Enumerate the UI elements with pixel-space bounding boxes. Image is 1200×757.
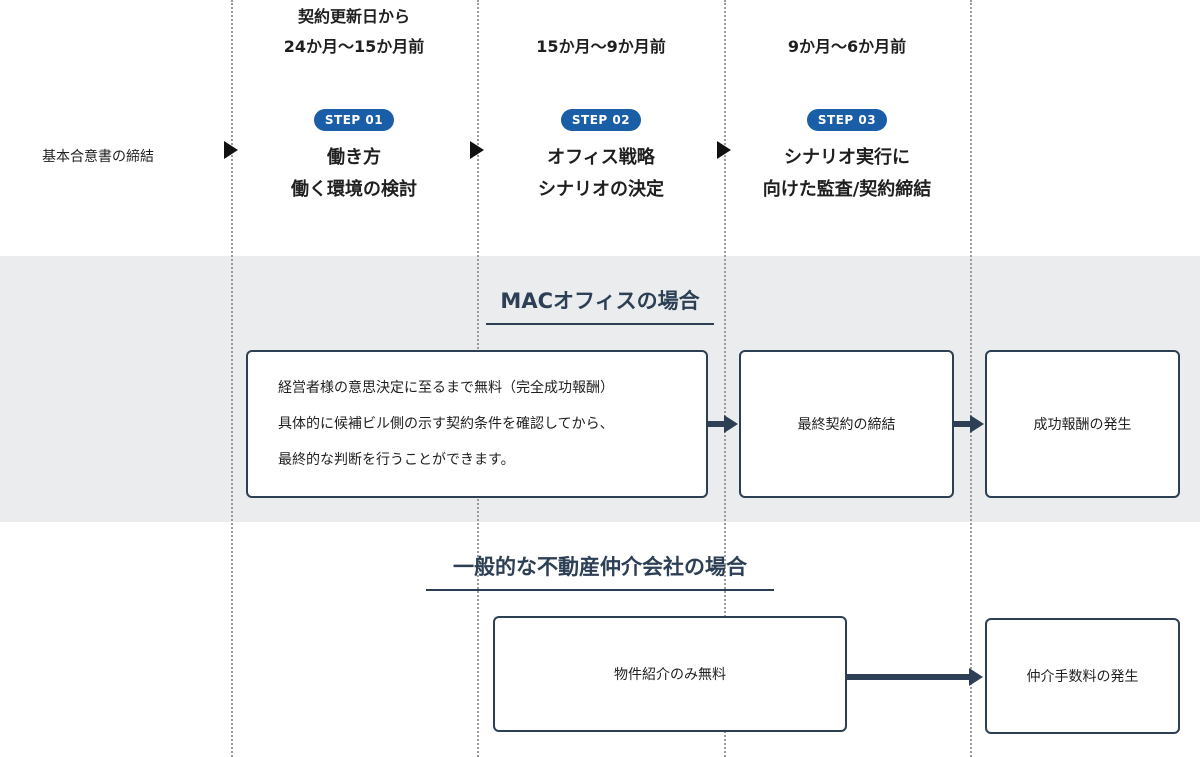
period-1-line1: 契約更新日から (297, 7, 410, 26)
mac-box1-line2: 具体的に候補ビル側の示す契約条件を確認してから、 (278, 416, 614, 432)
divider-line-1 (231, 0, 233, 757)
general-box-brokerage-fee: 仲介手数料の発生 (985, 618, 1180, 734)
timeline-arrow-1 (224, 141, 238, 159)
step-01-badge: STEP 01 (314, 109, 394, 131)
step-01-title-line1: 働き方 (327, 147, 381, 168)
divider-line-4 (970, 0, 972, 757)
mac-box-final-contract: 最終契約の締結 (739, 350, 954, 498)
step-01-title-line2: 働く環境の検討 (291, 179, 417, 200)
timeline-arrow-2 (470, 141, 484, 159)
mac-section-title: MACオフィスの場合 (486, 285, 714, 325)
mac-connector-1 (708, 421, 726, 427)
period-3: 9か月〜6か月前 (727, 32, 967, 62)
divider-line-3 (724, 0, 726, 757)
mac-box-success-fee: 成功報酬の発生 (985, 350, 1180, 498)
mac-box1-line1: 経営者様の意思決定に至るまで無料（完全成功報酬） (278, 380, 614, 396)
start-label: 基本合意書の締結 (42, 149, 154, 165)
general-connector-head (969, 668, 983, 686)
mac-box-free-until-decision: 経営者様の意思決定に至るまで無料（完全成功報酬） 具体的に候補ビル側の示す契約条… (246, 350, 708, 498)
step-02-title-line1: オフィス戦略 (547, 147, 655, 168)
step-03-title-line1: シナリオ実行に (784, 147, 910, 168)
step-03-title-line2: 向けた監査/契約締結 (762, 179, 932, 200)
mac-connector-2-head (970, 415, 984, 433)
step-02-badge: STEP 02 (561, 109, 641, 131)
period-3-line2: 9か月〜6か月前 (787, 37, 907, 56)
period-1-line2: 24か月〜15か月前 (283, 37, 425, 56)
step-02-title: オフィス戦略 シナリオの決定 (481, 142, 721, 206)
timeline-arrow-3 (717, 141, 731, 159)
general-box-intro-free: 物件紹介のみ無料 (493, 616, 847, 732)
general-connector (847, 674, 971, 680)
mac-box1-line3: 最終的な判断を行うことができます。 (278, 452, 515, 468)
step-02-title-line2: シナリオの決定 (538, 179, 664, 200)
mac-connector-2 (954, 421, 972, 427)
mac-connector-1-head (724, 415, 738, 433)
period-2-line2: 15か月〜9か月前 (536, 37, 666, 56)
step-03-badge: STEP 03 (807, 109, 887, 131)
period-1: 契約更新日から 24か月〜15か月前 (234, 2, 474, 62)
step-01-title: 働き方 働く環境の検討 (234, 142, 474, 206)
step-03-title: シナリオ実行に 向けた監査/契約締結 (727, 142, 967, 206)
period-2: 15か月〜9か月前 (481, 32, 721, 62)
general-section-title: 一般的な不動産仲介会社の場合 (426, 551, 774, 591)
